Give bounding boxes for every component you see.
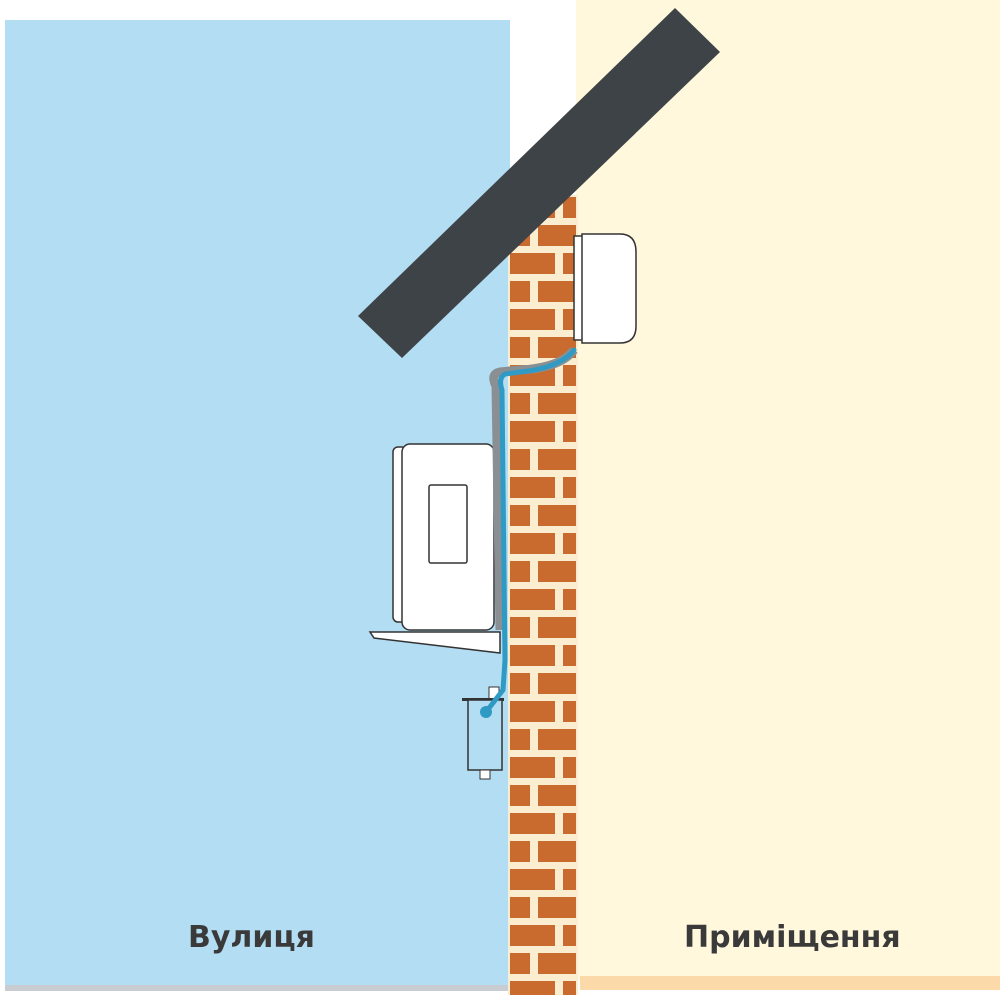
- brick: [510, 505, 530, 526]
- brick: [510, 645, 555, 666]
- brick: [563, 309, 576, 330]
- roof: [358, 8, 720, 358]
- inside-label: Приміщення: [684, 920, 901, 955]
- brick: [563, 477, 576, 498]
- brick: [538, 897, 576, 918]
- brick: [510, 673, 530, 694]
- brick: [563, 589, 576, 610]
- brick: [563, 645, 576, 666]
- brick: [510, 561, 530, 582]
- brick: [563, 701, 576, 722]
- outside-label: Вулиця: [188, 920, 315, 955]
- brick: [510, 953, 530, 974]
- brick: [563, 421, 576, 442]
- indoor-unit: [573, 233, 637, 344]
- brick: [510, 869, 555, 890]
- inside-area: [576, 0, 1000, 980]
- brick: [563, 813, 576, 834]
- brick: [563, 253, 576, 274]
- drain-pipe: [483, 347, 577, 715]
- brick: [510, 785, 530, 806]
- brick: [510, 897, 530, 918]
- brick: [510, 281, 530, 302]
- brick: [510, 393, 530, 414]
- brick: [538, 729, 576, 750]
- brick: [538, 281, 576, 302]
- brick: [510, 589, 555, 610]
- brick: [510, 309, 555, 330]
- brick: [563, 981, 576, 995]
- brick: [510, 981, 555, 995]
- brick-wall: [508, 195, 578, 995]
- brick: [538, 225, 576, 246]
- brick: [510, 253, 555, 274]
- brick: [563, 365, 576, 386]
- brick: [538, 841, 576, 862]
- brick: [510, 813, 555, 834]
- brick: [510, 729, 530, 750]
- brick: [538, 561, 576, 582]
- brick: [510, 337, 530, 358]
- inside-floor: [580, 976, 1000, 990]
- brick: [563, 869, 576, 890]
- brick: [563, 757, 576, 778]
- brick: [563, 197, 576, 218]
- brick: [538, 673, 576, 694]
- drain-pipe-end: [480, 706, 492, 718]
- brick: [510, 533, 555, 554]
- brick: [538, 449, 576, 470]
- wall-bracket: [368, 631, 501, 654]
- brick: [510, 757, 555, 778]
- brick: [510, 421, 555, 442]
- brick: [563, 925, 576, 946]
- brick: [510, 841, 530, 862]
- brick: [563, 533, 576, 554]
- brick: [510, 617, 530, 638]
- brick: [510, 925, 555, 946]
- brick: [510, 477, 555, 498]
- brick: [538, 953, 576, 974]
- brick: [538, 785, 576, 806]
- brick: [538, 617, 576, 638]
- outside-ground: [5, 985, 510, 991]
- outdoor-unit: [392, 443, 495, 631]
- brick: [538, 505, 576, 526]
- brick: [510, 449, 530, 470]
- brick: [538, 393, 576, 414]
- brick: [510, 701, 555, 722]
